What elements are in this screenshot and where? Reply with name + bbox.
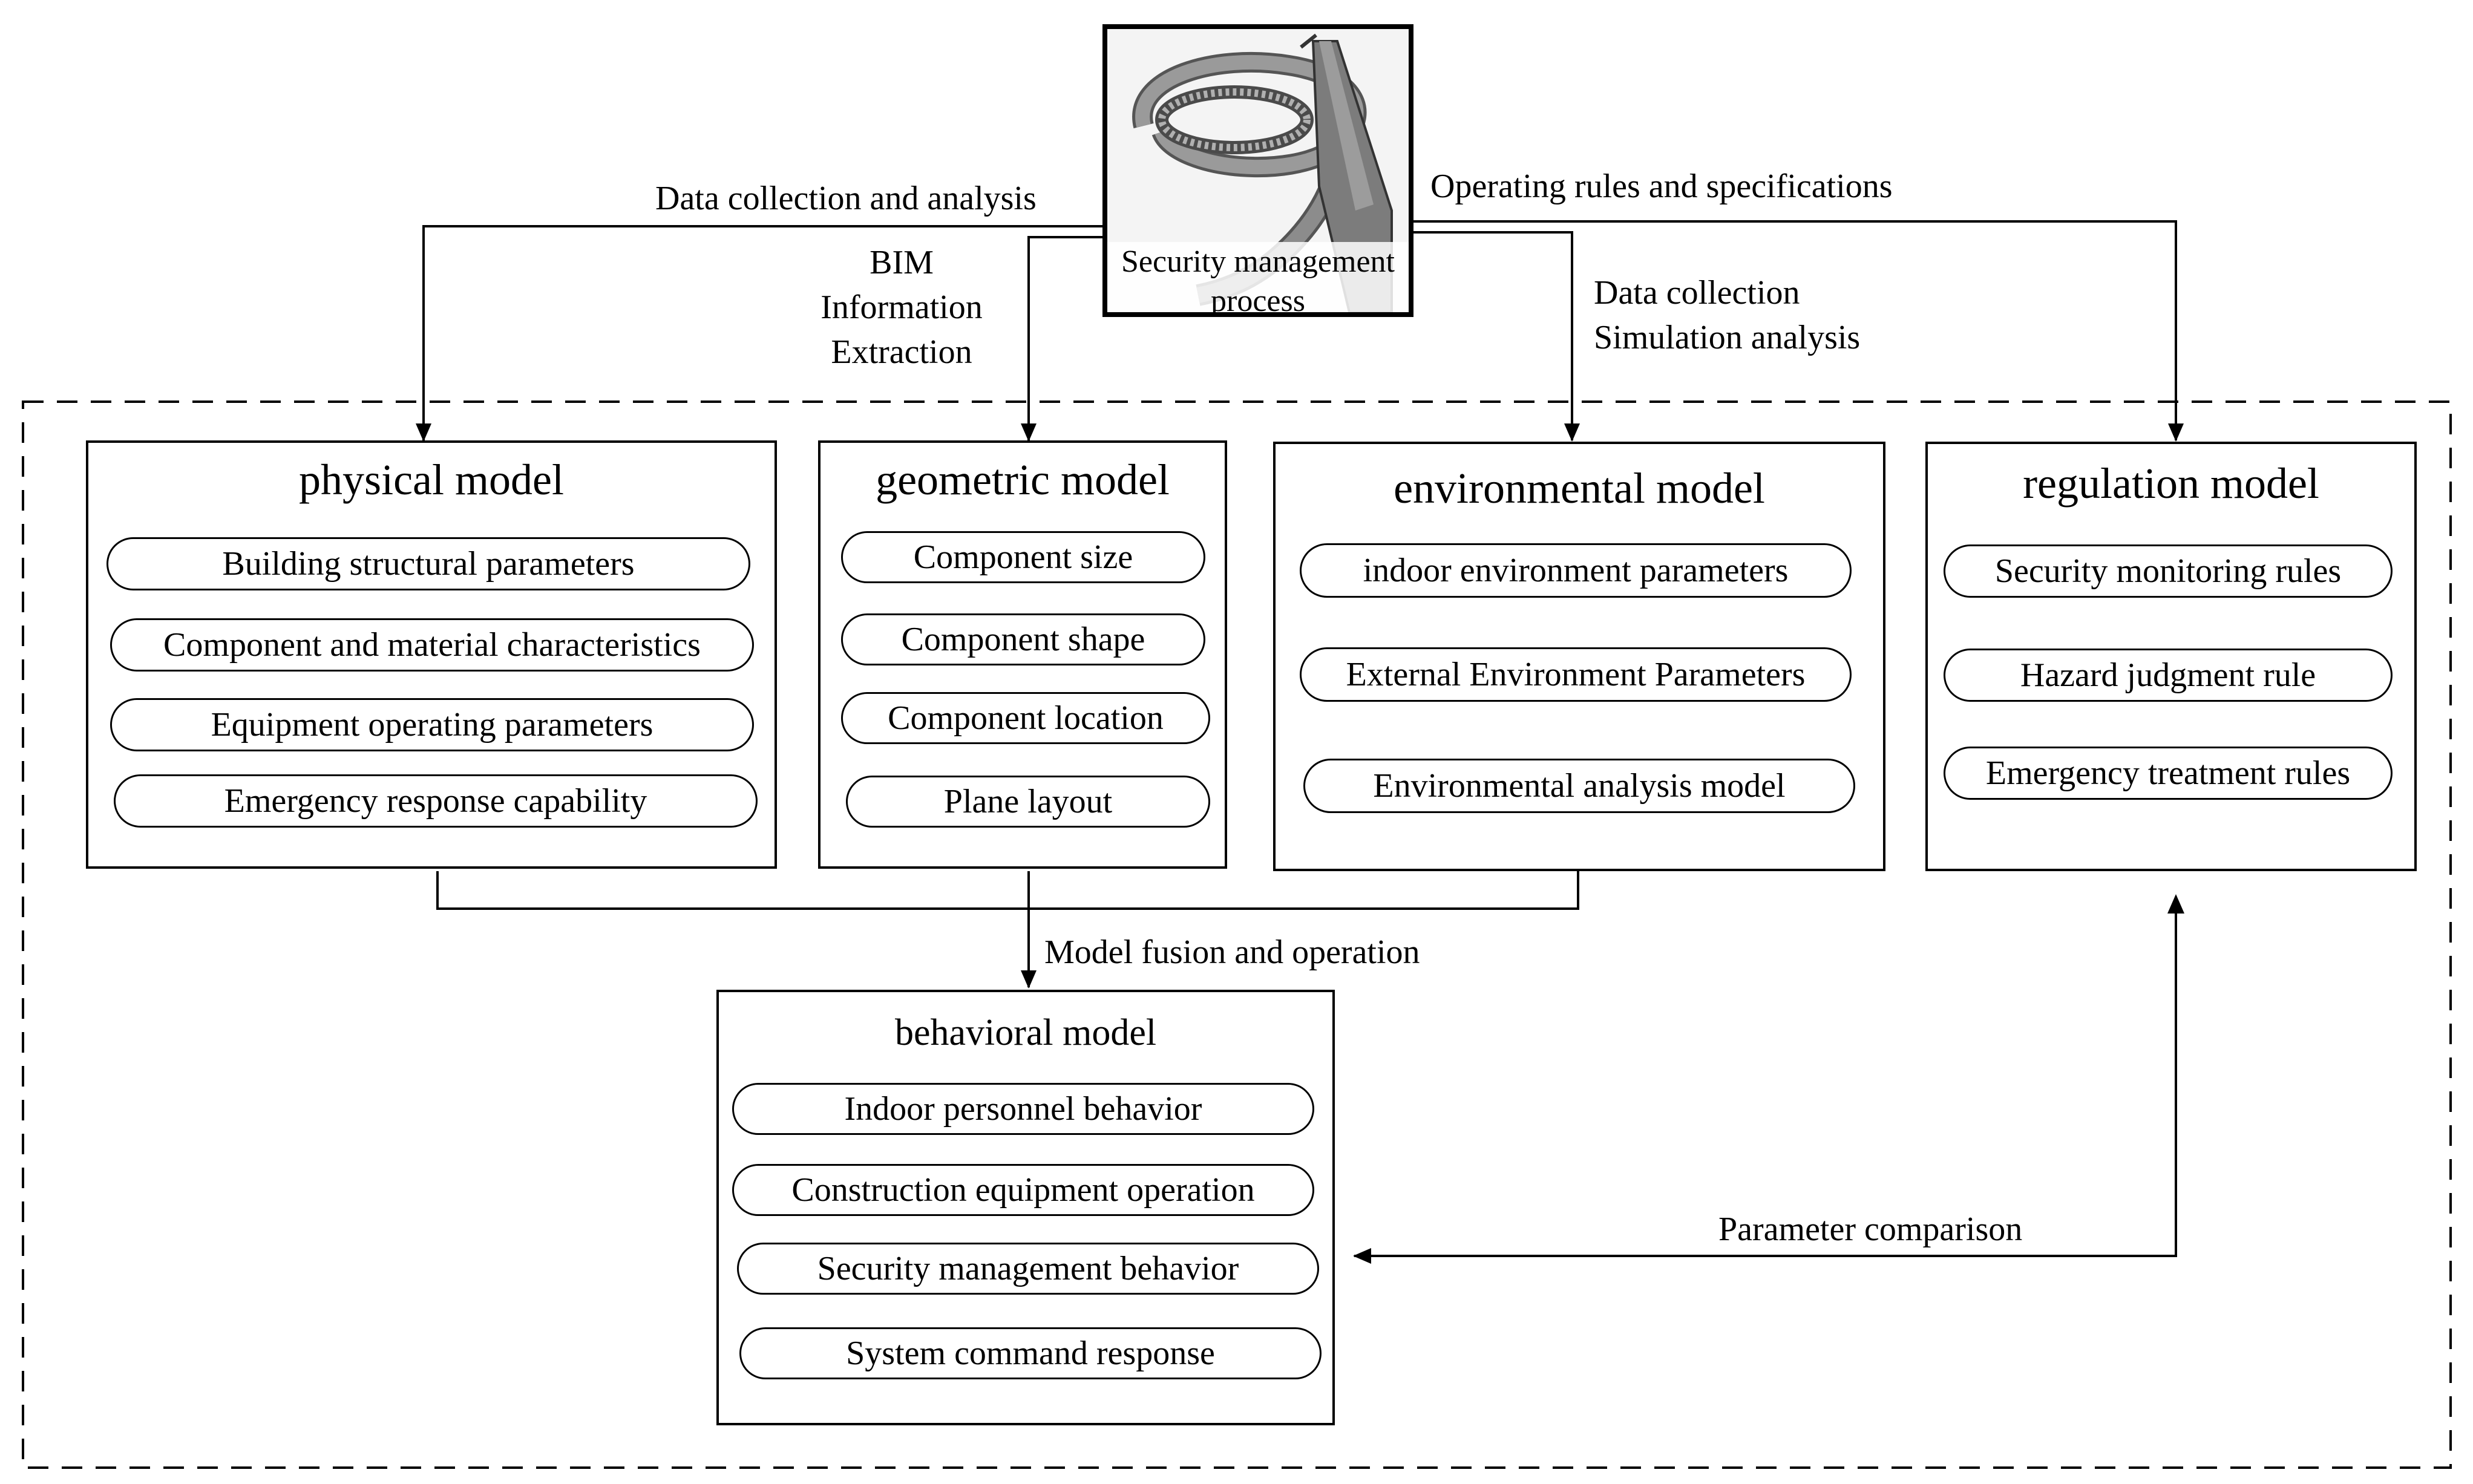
system-boundary — [22, 400, 2452, 1469]
geometric-model-title: geometric model — [876, 456, 1170, 504]
environmental-item: Environmental analysis model — [1303, 759, 1855, 813]
arrowhead-to-regulation — [2167, 894, 2184, 914]
label-parameter-comparison: Parameter comparison — [1718, 1211, 2023, 1248]
physical-model-box: physical model Building structural param… — [86, 440, 777, 869]
geometric-model-box: geometric model Component size Component… — [818, 440, 1227, 869]
edge-parameter-comparison — [1353, 897, 2177, 1264]
label-information: Information — [821, 289, 983, 326]
physical-item: Building structural parameters — [106, 537, 750, 590]
behavioral-item: Construction equipment operation — [732, 1164, 1314, 1216]
behavioral-item: Security management behavior — [737, 1243, 1319, 1295]
behavioral-model-box: behavioral model Indoor personnel behavi… — [716, 990, 1335, 1425]
source-caption: Security management process — [1107, 242, 1409, 312]
regulation-item: Emergency treatment rules — [1944, 747, 2393, 800]
regulation-model-box: regulation model Security monitoring rul… — [1925, 442, 2417, 871]
edge-to-physical — [416, 225, 1102, 442]
label-data-collection-analysis: Data collection and analysis — [655, 180, 1037, 217]
environmental-model-box: environmental model indoor environment p… — [1273, 442, 1885, 871]
edge-to-geometric — [1021, 236, 1102, 442]
geometric-item: Component location — [841, 692, 1210, 744]
label-simulation-analysis: Simulation analysis — [1594, 319, 1861, 356]
environmental-model-title: environmental model — [1394, 464, 1765, 512]
edge-to-environmental — [1413, 231, 1580, 442]
physical-item: Component and material characteristics — [110, 618, 754, 672]
behavioral-item: Indoor personnel behavior — [732, 1083, 1314, 1135]
label-operating-rules: Operating rules and specifications — [1430, 168, 1893, 205]
physical-item: Emergency response capability — [114, 774, 758, 828]
behavioral-item: System command response — [739, 1327, 1322, 1379]
fusion-bracket — [436, 871, 1579, 910]
label-bim: BIM — [870, 244, 934, 281]
environmental-item: indoor environment parameters — [1300, 543, 1852, 598]
regulation-model-title: regulation model — [2023, 459, 2319, 508]
geometric-item: Component shape — [841, 613, 1205, 665]
geometric-item: Plane layout — [846, 776, 1210, 828]
label-data-collection: Data collection — [1594, 274, 1800, 312]
regulation-item: Hazard judgment rule — [1944, 649, 2393, 702]
edge-to-regulation — [1413, 220, 2184, 442]
environmental-item: External Environment Parameters — [1300, 647, 1852, 702]
label-extraction: Extraction — [831, 333, 972, 371]
geometric-item: Component size — [841, 531, 1205, 583]
physical-item: Equipment operating parameters — [110, 698, 754, 751]
behavioral-model-title: behavioral model — [894, 1012, 1157, 1053]
physical-model-title: physical model — [299, 456, 564, 504]
regulation-item: Security monitoring rules — [1944, 544, 2393, 598]
label-model-fusion: Model fusion and operation — [1044, 933, 1420, 971]
security-management-process-box: Security management process — [1102, 24, 1413, 317]
